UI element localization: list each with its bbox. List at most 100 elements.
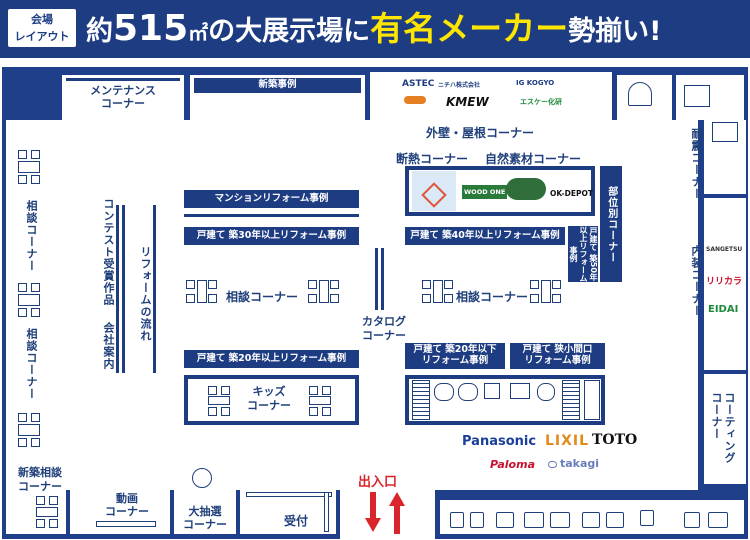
- video-corner-label: 動画 コーナー: [105, 492, 149, 518]
- contest-award-label: コンテスト受賞作品: [102, 198, 115, 306]
- takagi-logo-icon: [548, 461, 557, 468]
- toilet-icon-1: [450, 512, 464, 528]
- coating-room: [704, 374, 746, 484]
- new-build-consult-table: [36, 496, 66, 530]
- center-left-table-a: [186, 280, 217, 308]
- contest-panel-1: [116, 205, 119, 373]
- house-display-icon: [684, 85, 710, 107]
- small-display-room-2: [676, 75, 744, 120]
- stove-icon-bottom-2: [524, 512, 544, 528]
- sink-icon: [510, 383, 530, 399]
- house-20-years-bar: 戸建て 築20年以上リフォーム事例: [184, 350, 359, 368]
- maintenance-corner-label: メンテナンス コーナー: [90, 84, 156, 110]
- sink-icon-bottom-2: [606, 512, 624, 528]
- narrow-frontage-bar: 戸建て 狭小間口 リフォーム事例: [510, 343, 605, 369]
- venue-layout-badge: 会場 レイアウト: [8, 9, 76, 47]
- entrance-down-arrow-icon: [365, 492, 381, 534]
- house-50-years-bar: 戸建て 築50年以上リフォーム事例: [568, 226, 598, 282]
- exterior-roof-corner-label: 外壁・屋根コーナー: [425, 126, 534, 140]
- badge-line-1: 会場: [31, 13, 53, 26]
- left-consult-corner-2-label: 相談コーナー: [25, 328, 38, 400]
- brand-astec: ASTEC: [402, 79, 435, 89]
- maintenance-counter: [66, 78, 180, 81]
- washbasin-icon-2: [458, 383, 478, 401]
- natural-material-sample-icon: [506, 178, 546, 200]
- headline-mid: の大展示場に: [208, 16, 371, 47]
- reception-label: 受付: [284, 514, 309, 528]
- parts-corner-bar: 部位別コーナー: [600, 166, 622, 282]
- washbasin-icon: [434, 383, 454, 401]
- coating-corner-label: コーティング コーナー: [710, 392, 736, 464]
- reception-counter-top: [246, 492, 332, 497]
- mansion-reform-bar: マンションリフォーム事例: [184, 190, 359, 208]
- catalog-corner-label: カタログ コーナー: [362, 315, 406, 342]
- narrow-frontage-line-1: 戸建て 狭小間口: [522, 344, 593, 356]
- contest-panel-2: [122, 205, 125, 373]
- house-30-years-bar: 戸建て 築30年以上リフォーム事例: [184, 227, 359, 245]
- catalog-rack-1: [375, 248, 378, 310]
- headline-post: 勢揃い!: [568, 16, 662, 47]
- brand-eidai: EIDAI: [708, 304, 739, 315]
- page-headline: 約515㎡の大展示場に有名メーカー勢揃い!: [86, 4, 661, 54]
- brand-panasonic: Panasonic: [462, 434, 537, 449]
- entrance-up-arrow-icon: [389, 492, 405, 534]
- sink-icon-bottom-3: [708, 512, 728, 528]
- headline-unit: ㎡: [188, 21, 209, 45]
- seismic-corner-label: 耐震コーナー: [690, 128, 703, 200]
- brand-woodone: WOOD ONE: [462, 185, 508, 199]
- stove-icon: [484, 383, 500, 399]
- stove-icon-bottom-3: [550, 512, 570, 528]
- left-meeting-table-1: [18, 150, 44, 186]
- video-screen: [96, 521, 156, 527]
- center-left-table-b: [308, 280, 339, 308]
- brand-igkogyo: IG KOGYO: [516, 79, 555, 87]
- kids-corner-label: キッズ コーナー: [247, 385, 291, 412]
- left-meeting-table-3: [18, 413, 44, 449]
- toilet-icon-3: [640, 510, 654, 526]
- reception-counter-side: [324, 492, 329, 532]
- left-consult-corner-1-label: 相談コーナー: [25, 200, 38, 272]
- reform-flow-label: リフォームの流れ: [139, 246, 152, 342]
- seismic-room: [704, 120, 746, 194]
- center-right-table-b: [530, 280, 561, 308]
- brand-sk: エスケー化研: [520, 98, 562, 106]
- lottery-room: [174, 490, 236, 534]
- seismic-house-icon: [712, 122, 738, 142]
- lottery-drum-icon: [192, 468, 212, 488]
- house-40-years-bar: 戸建て 築40年以上リフォーム事例: [405, 227, 565, 245]
- stove-icon-bottom-4: [684, 512, 700, 528]
- bathtub-icon-2: [562, 380, 580, 420]
- maintenance-room: [62, 75, 184, 120]
- entrance-label[interactable]: 出入口: [358, 475, 398, 490]
- headline-emphasis: 有名メーカー: [370, 9, 569, 48]
- house-20-under-line-1: 戸建て 築20年以下: [413, 344, 497, 356]
- brand-lilycolor: リリカラ: [706, 277, 743, 287]
- badge-line-2: レイアウト: [14, 30, 70, 43]
- center-right-table-a: [422, 280, 453, 308]
- headline-pre: 約: [86, 16, 113, 47]
- kids-table-left: [208, 386, 234, 416]
- center-right-consult-label: 相談コーナー: [456, 290, 529, 304]
- lottery-corner-label: 大抽選 コーナー: [183, 505, 227, 531]
- interior-corner-label: 内装コーナー: [690, 245, 703, 317]
- house-model-icon: [628, 82, 652, 106]
- bathtub-icon: [412, 380, 430, 420]
- brand-lixil: LIXIL: [545, 433, 590, 449]
- brand-sangetsu: SANGETSU: [706, 246, 743, 253]
- company-info-label: 会社案内: [102, 322, 115, 370]
- house-20-under-line-2: リフォーム事例: [421, 355, 489, 366]
- interior-room: [704, 198, 746, 370]
- brand-takagi: takagi: [560, 457, 600, 470]
- stove-icon-bottom-1: [496, 512, 514, 528]
- orange-logo-mark-icon: [404, 96, 426, 104]
- brand-kmew: KMEW: [446, 95, 489, 109]
- mansion-divider: [184, 214, 359, 217]
- new-build-consult-label: 新築相談 コーナー: [18, 466, 62, 493]
- insulation-corner-label: 断熱コーナー: [396, 152, 469, 166]
- natural-material-corner-label: 自然素材コーナー: [485, 152, 582, 166]
- new-build-cases-bar: 新築事例: [194, 78, 361, 93]
- insulation-display-image: [412, 171, 456, 211]
- toilet-icon-2: [470, 512, 484, 528]
- shower-icon: [584, 380, 600, 420]
- basin-icon-3: [537, 383, 555, 401]
